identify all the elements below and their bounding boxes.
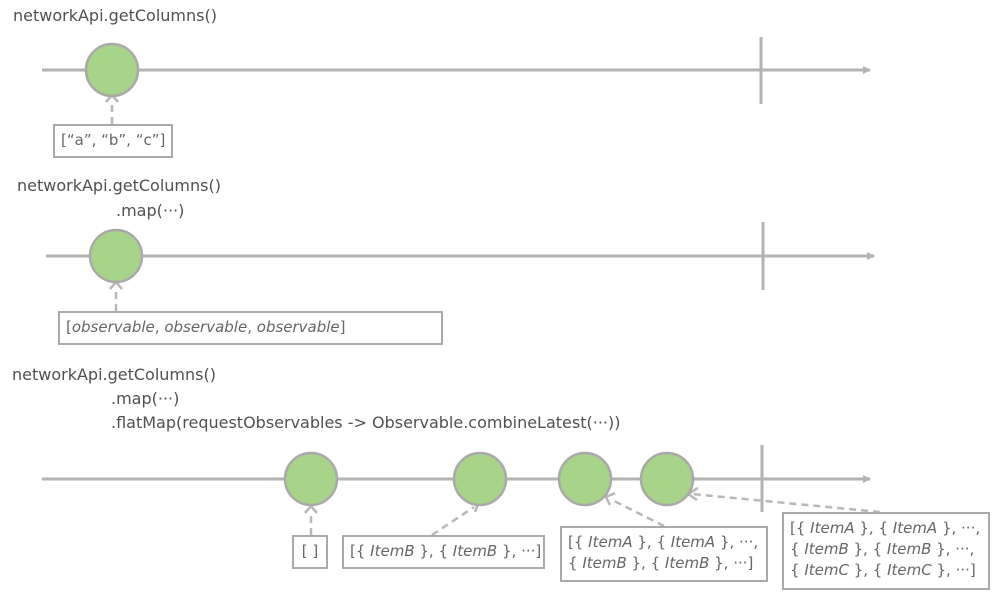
value-line: { ItemB }, { ItemB }, ···,	[790, 539, 982, 560]
value-item-text: ItemA	[892, 519, 938, 537]
value-item-text: ItemB	[886, 540, 932, 558]
value-item-text: ItemB	[370, 542, 415, 560]
value-punct-text: [	[66, 318, 72, 336]
value-punct-text: }, {	[626, 554, 665, 572]
emission-value-box: [observable, observable, observable]	[58, 311, 443, 345]
value-punct-text: }, ···,	[931, 540, 975, 558]
value-punct-text: {	[790, 561, 805, 579]
value-item-text: ItemB	[804, 540, 849, 558]
emission-value-box: [ ]	[292, 535, 328, 569]
marble-3-2	[452, 451, 508, 507]
connector-arrowhead-3-3	[604, 491, 616, 506]
value-punct-text: [“a”, “b”, “c”]	[61, 131, 166, 149]
marble-2-1	[88, 228, 144, 284]
value-line: [ ]	[297, 541, 323, 562]
emission-value-box: [“a”, “b”, “c”]	[53, 124, 173, 158]
value-punct-text: [ ]	[301, 542, 319, 560]
connector-3-3	[609, 497, 665, 528]
value-punct-text: }, {	[848, 561, 888, 579]
value-item-text: ItemB	[664, 554, 710, 572]
marble-1-1	[84, 42, 140, 98]
value-punct-text: {	[790, 540, 805, 558]
code-line-2-2: .map(···)	[116, 201, 185, 220]
value-punct-text: [{	[790, 519, 811, 537]
value-punct-text: }, ···]	[931, 561, 976, 579]
value-line: [{ ItemA }, { ItemA }, ···,	[790, 518, 982, 539]
value-punct-text: }, {	[854, 519, 893, 537]
value-item-text: ItemA	[670, 533, 716, 551]
emission-value-box: [{ ItemB }, { ItemB }, ···]	[342, 535, 545, 569]
value-punct-text: ]	[339, 318, 346, 336]
value-line: { ItemC }, { ItemC }, ···]	[790, 560, 982, 581]
value-item-text: observable	[164, 318, 248, 336]
value-punct-text: [{	[568, 533, 589, 551]
value-item-text: observable	[71, 318, 155, 336]
value-punct-text: }, {	[632, 533, 671, 551]
value-item-text: ItemB	[582, 554, 627, 572]
value-punct-text: {	[568, 554, 583, 572]
value-punct-text: }, {	[414, 542, 453, 560]
value-line: [{ ItemB }, { ItemB }, ···]	[350, 541, 541, 562]
value-punct-text: ,	[154, 318, 165, 336]
value-line: { ItemB }, { ItemB }, ···]	[568, 553, 760, 574]
value-punct-text: }, ···]	[497, 542, 542, 560]
value-line: [{ ItemA }, { ItemA }, ···,	[568, 532, 760, 553]
connector-3-4	[691, 492, 881, 514]
value-item-text: ItemC	[887, 561, 932, 579]
code-line-2-1: networkApi.getColumns()	[17, 176, 221, 195]
emission-value-box: [{ ItemA }, { ItemA }, ···,{ ItemB }, { …	[782, 512, 990, 590]
connector-3-2	[431, 505, 475, 537]
code-line-1-1: networkApi.getColumns()	[13, 6, 217, 25]
emission-value-box: [{ ItemA }, { ItemA }, ···,{ ItemB }, { …	[560, 526, 768, 582]
value-punct-text: [{	[350, 542, 371, 560]
value-item-text: ItemC	[804, 561, 849, 579]
value-item-text: observable	[256, 318, 340, 336]
value-item-text: ItemA	[810, 519, 855, 537]
marble-3-3	[557, 451, 613, 507]
value-item-text: ItemB	[452, 542, 498, 560]
value-punct-text: }, {	[848, 540, 887, 558]
marble-3-4	[639, 451, 695, 507]
code-line-3-1: networkApi.getColumns()	[12, 365, 216, 384]
connector-arrowhead-3-1	[304, 504, 318, 514]
value-item-text: ItemA	[588, 533, 633, 551]
code-line-3-3: .flatMap(requestObservables -> Observabl…	[111, 413, 621, 432]
value-punct-text: }, ···,	[715, 533, 759, 551]
value-punct-text: }, ···]	[709, 554, 754, 572]
marble-3-1	[283, 451, 339, 507]
value-punct-text: ,	[247, 318, 257, 336]
code-line-3-2: .map(···)	[111, 389, 180, 408]
value-punct-text: }, ···,	[937, 519, 981, 537]
